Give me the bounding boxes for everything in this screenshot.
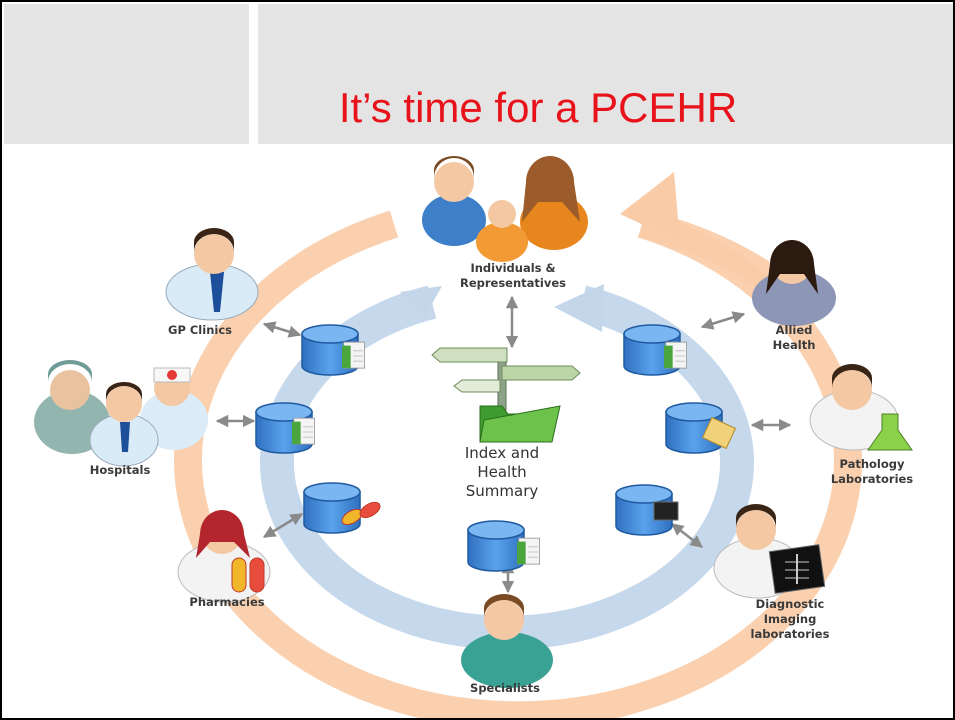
- database-specialists: [467, 520, 540, 572]
- pharmacies-label: Pharmacies: [189, 595, 264, 609]
- database-hospitals: [255, 402, 315, 454]
- center-label-line2: Health: [477, 463, 526, 481]
- signpost-icon: [431, 347, 581, 411]
- pathology-label-line2: Laboratories: [831, 472, 913, 486]
- individuals-label-line2: Representatives: [460, 276, 566, 290]
- diagnostic-label-line3: laboratories: [751, 627, 830, 641]
- diagnostic-label-line1: Diagnostic: [756, 597, 825, 611]
- pathology-label-line1: Pathology: [839, 457, 905, 471]
- pharmacist-icon: [177, 510, 271, 603]
- gp-clinics-label: GP Clinics: [168, 323, 232, 337]
- allied-health-icon: [752, 240, 836, 326]
- header-band: [4, 4, 953, 144]
- pathologist-icon: [809, 364, 913, 451]
- database-diagnostic: [615, 484, 679, 536]
- center-label-line3: Summary: [466, 482, 539, 500]
- header-band-divider: [249, 4, 258, 144]
- allied-label-line1: Allied: [776, 323, 813, 337]
- database-gp: [301, 324, 365, 376]
- hospital-staff-icon: [34, 360, 208, 467]
- individuals-label-line1: Individuals &: [470, 261, 555, 275]
- database-allied: [623, 324, 687, 376]
- diagnostic-label-line2: Imaging: [764, 612, 817, 626]
- hospitals-label: Hospitals: [90, 463, 151, 477]
- database-pharmacies: [303, 482, 381, 534]
- family-icon: [422, 156, 588, 262]
- specialist-icon: [461, 594, 553, 688]
- folder-icon: [479, 405, 561, 443]
- doctor-icon: [165, 228, 259, 321]
- radiologist-icon: [713, 504, 826, 599]
- center-label-line1: Index and: [465, 444, 539, 462]
- slide-title: It’s time for a PCEHR: [338, 84, 738, 131]
- allied-label-line2: Health: [773, 338, 816, 352]
- database-pathology: [665, 402, 737, 454]
- specialists-label: Specialists: [470, 681, 540, 695]
